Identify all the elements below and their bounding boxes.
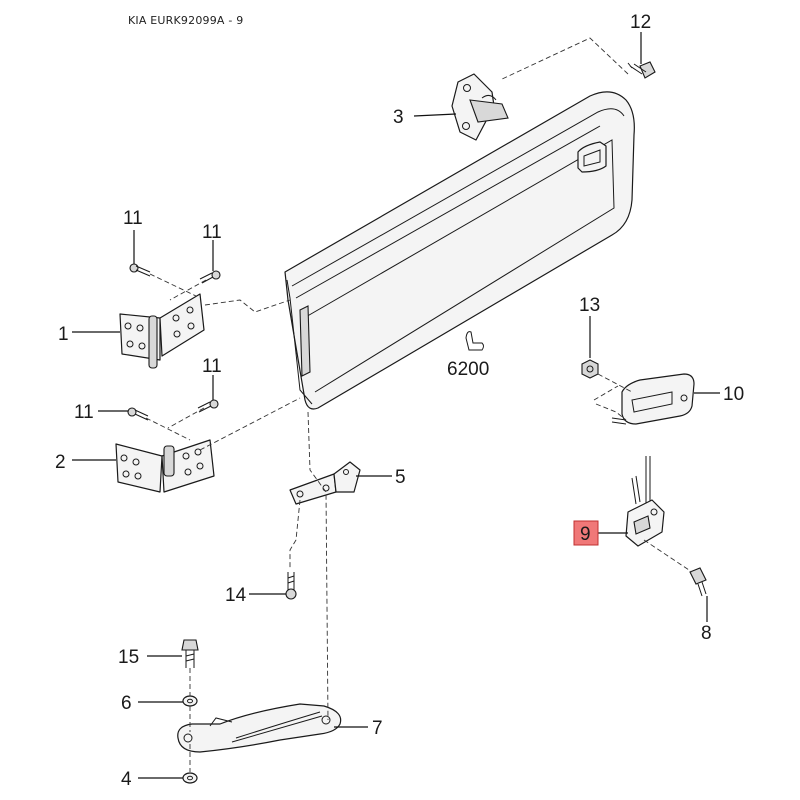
callout-12: 12	[630, 12, 651, 33]
part-washer-4	[182, 772, 198, 784]
callout-15: 15	[118, 647, 139, 668]
part-bolt-11-a	[129, 263, 151, 277]
callout-11-d: 11	[202, 356, 222, 377]
part-latch	[625, 456, 665, 547]
callout-7: 7	[372, 718, 383, 739]
part-nut-13	[581, 359, 599, 379]
callout-13: 13	[579, 295, 600, 316]
callout-4: 4	[121, 769, 132, 790]
part-support-strap	[177, 703, 342, 753]
part-washer-6	[182, 695, 198, 707]
part-bolt-11-c	[127, 407, 149, 421]
part-striker	[451, 73, 509, 141]
callout-10: 10	[723, 384, 744, 405]
callout-11-a: 11	[123, 208, 143, 229]
part-lower-hinge	[115, 439, 215, 493]
assembly-marker: 6200	[447, 331, 489, 380]
document-title: KIA EURK92099A - 9	[128, 14, 244, 27]
callout-2: 2	[55, 452, 66, 473]
callout-1: 1	[58, 324, 69, 345]
assembly-number: 6200	[447, 359, 489, 380]
callouts: 3 12 1 11 11 2 11 11 5 14 15 6 4 7 13 10…	[55, 12, 744, 790]
part-bolt-11-d	[197, 399, 219, 413]
assembly-lines	[145, 37, 693, 772]
part-bolt-15	[181, 639, 199, 668]
callout-6: 6	[121, 693, 132, 714]
callout-5: 5	[395, 467, 406, 488]
part-screw-8	[689, 567, 707, 597]
part-outside-handle	[611, 373, 695, 425]
part-upper-hinge	[119, 293, 205, 369]
callout-9: 9	[580, 524, 591, 545]
leader-lines	[72, 32, 720, 779]
callout-8: 8	[701, 623, 712, 644]
part-bolt-11-b	[199, 270, 221, 284]
callout-14: 14	[225, 585, 247, 606]
callout-3: 3	[393, 107, 404, 128]
callout-9-highlight	[573, 520, 599, 546]
callout-11-c: 11	[74, 402, 94, 423]
part-bolt-14	[285, 572, 297, 600]
part-bolt-12	[627, 61, 656, 79]
part-bracket	[289, 461, 361, 505]
callout-11-b: 11	[202, 222, 222, 243]
tailgate-panel	[284, 91, 635, 410]
